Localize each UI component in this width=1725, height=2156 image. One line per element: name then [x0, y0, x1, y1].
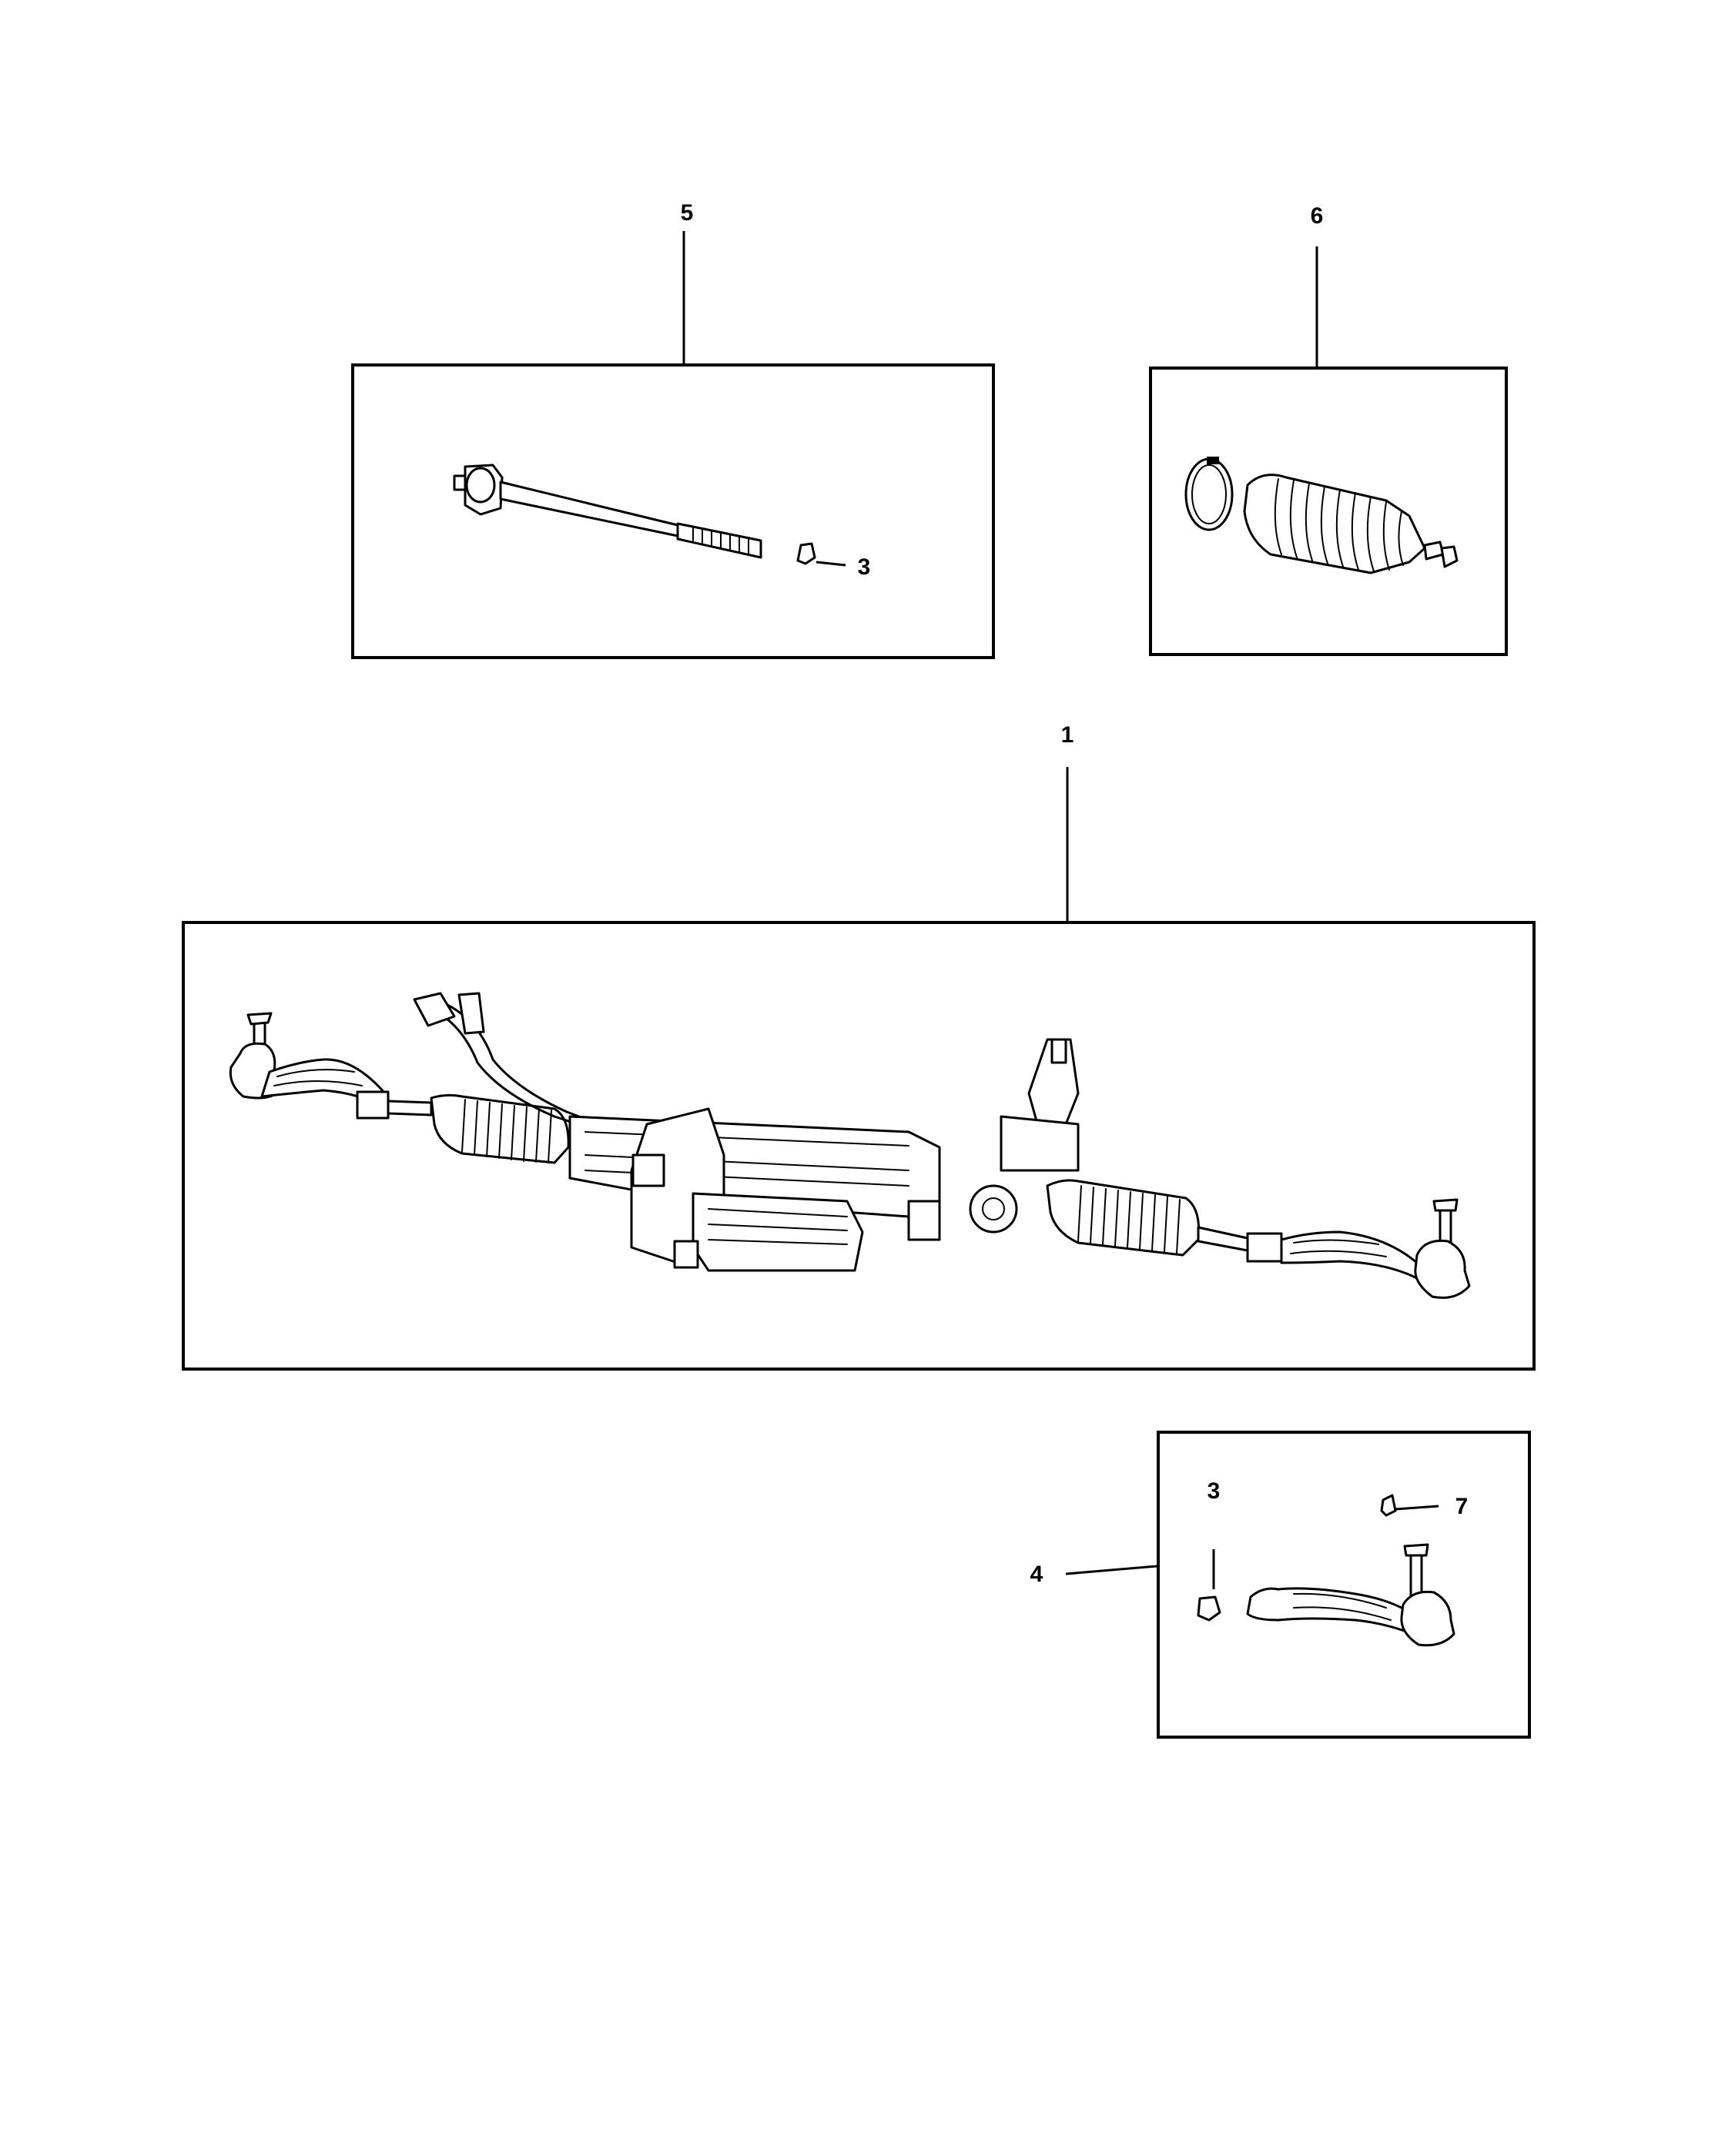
callout-1: 1 — [1060, 722, 1074, 748]
callout-7: 7 — [1455, 1494, 1469, 1519]
leader-line-7 — [1395, 1505, 1439, 1511]
callout-3-bottom: 3 — [1207, 1478, 1221, 1504]
outer-tie-rod-frame — [1157, 1431, 1531, 1739]
boot-band — [1440, 545, 1459, 568]
inner-tie-rod-frame — [351, 363, 995, 659]
callout-6: 6 — [1310, 203, 1324, 229]
leader-line-4 — [1065, 1565, 1157, 1575]
callout-4: 4 — [1030, 1562, 1043, 1587]
tie-rod-nut — [1197, 1595, 1221, 1622]
inner-tie-rod — [453, 464, 816, 565]
leader-line-3-top — [816, 561, 846, 567]
boot-kit — [1184, 457, 1459, 574]
pinion-valve — [969, 1184, 1018, 1234]
steering-gear-assembly — [229, 992, 1471, 1299]
outer-tie-rod-end — [1197, 1494, 1455, 1647]
callout-3-top: 3 — [857, 554, 871, 580]
steering-boot — [1243, 474, 1426, 574]
cotter-pin — [1380, 1494, 1397, 1517]
callout-5: 5 — [680, 200, 694, 226]
control-module — [692, 1192, 864, 1272]
leader-lines — [682, 231, 1439, 1589]
